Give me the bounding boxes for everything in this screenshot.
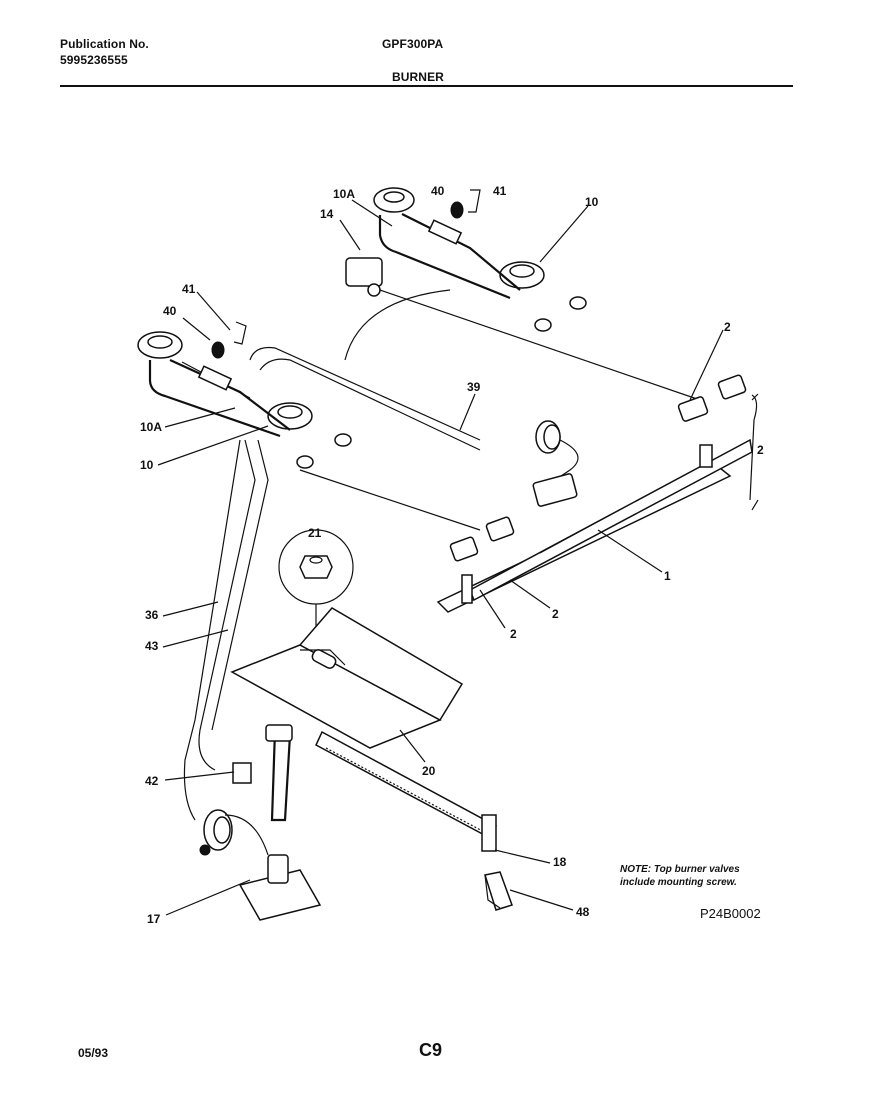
callout-10-top: 10 <box>585 195 599 209</box>
model-number: GPF300PA <box>382 37 444 51</box>
callout-2-right-a: 2 <box>724 320 731 334</box>
burner-screws-clips <box>211 189 481 359</box>
section-title: BURNER <box>392 70 444 84</box>
figure-number: P24B0002 <box>700 906 761 921</box>
right-burner-assembly <box>373 187 587 332</box>
oven-valve <box>199 809 322 921</box>
note: NOTE: Top burner valves include mounting… <box>620 863 740 889</box>
oven-burner-tube <box>315 730 497 852</box>
callout-21: 21 <box>308 526 322 540</box>
header-rule <box>60 85 793 87</box>
callout-1: 1 <box>664 569 671 583</box>
callout-41-left: 41 <box>182 282 196 296</box>
oven-baffle <box>230 607 464 749</box>
left-burner-assembly <box>137 331 352 469</box>
callout-42: 42 <box>145 774 159 788</box>
nut-21-detail <box>278 529 354 640</box>
note-line-1: NOTE: Top burner valves <box>620 864 740 875</box>
callout-36: 36 <box>145 608 159 622</box>
callout-43: 43 <box>145 639 159 653</box>
callout-39: 39 <box>467 380 481 394</box>
bracket-48 <box>484 871 513 911</box>
callout-41-top: 41 <box>493 184 507 198</box>
callout-2-mid-a: 2 <box>552 607 559 621</box>
callout-10-left: 10 <box>140 458 154 472</box>
burner-valves <box>449 374 758 562</box>
publication-label: Publication No. <box>60 37 149 51</box>
ignition-coil <box>532 420 579 507</box>
callout-2-right-b: 2 <box>757 443 764 457</box>
note-line-2: include mounting screw. <box>620 877 737 888</box>
callout-10a-left: 10A <box>140 420 163 434</box>
gas-tubing <box>183 289 701 821</box>
callout-17: 17 <box>147 912 161 926</box>
callout-2-mid-b: 2 <box>510 627 517 641</box>
callout-48: 48 <box>576 905 590 919</box>
footer-date: 05/93 <box>78 1046 109 1060</box>
callout-leaders <box>157 199 759 916</box>
publication-number: 5995236555 <box>60 53 128 67</box>
oven-orifice-elbow <box>232 724 293 822</box>
callout-10a-top: 10A <box>333 187 356 201</box>
footer-page-number: C9 <box>419 1040 443 1060</box>
callout-18: 18 <box>553 855 567 869</box>
callout-14: 14 <box>320 207 334 221</box>
valve-14 <box>345 257 383 297</box>
callout-40-top: 40 <box>431 184 445 198</box>
manifold-bracket <box>436 438 753 613</box>
callout-20: 20 <box>422 764 436 778</box>
callout-40-left: 40 <box>163 304 177 318</box>
